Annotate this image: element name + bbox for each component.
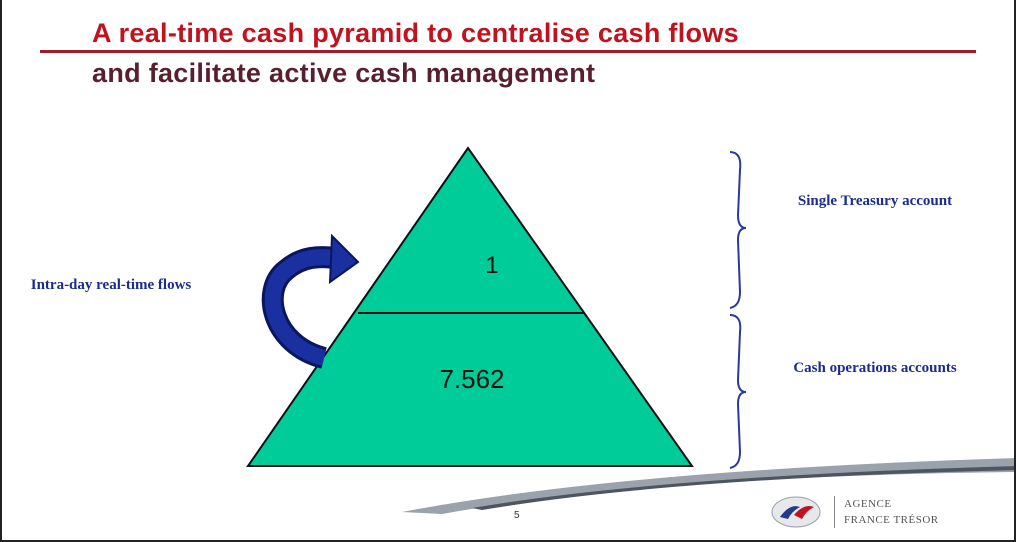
page-number: 5 xyxy=(514,510,520,521)
agence-france-tresor-logo: AGENCE FRANCE TRÉSOR xyxy=(766,492,1014,532)
label-cash-operations-accounts: Cash operations accounts xyxy=(793,360,957,376)
brace-single-account xyxy=(729,151,747,309)
slide-title-line-2: and facilitate active cash management xyxy=(92,58,596,88)
slide-title-line-1: A real-time cash pyramid to centralise c… xyxy=(92,18,739,48)
logo-text-line-1: AGENCE xyxy=(844,498,892,510)
pyramid-shape xyxy=(246,146,694,467)
logo-text-line-2: FRANCE TRÉSOR xyxy=(844,514,939,526)
title-underline xyxy=(40,50,976,53)
label-intraday-flows: Intra-day real-time flows xyxy=(30,277,192,293)
brace-cash-accounts xyxy=(729,314,747,469)
pyramid-bottom-value: 7.562 xyxy=(439,364,505,394)
curved-arrow-icon xyxy=(261,233,360,369)
footer-swoosh xyxy=(402,458,1014,514)
logo-emblem-icon xyxy=(771,496,821,528)
logo-separator xyxy=(834,496,835,528)
pyramid-top-value: 1 xyxy=(485,252,499,279)
label-single-treasury-account: Single Treasury account xyxy=(797,193,953,209)
